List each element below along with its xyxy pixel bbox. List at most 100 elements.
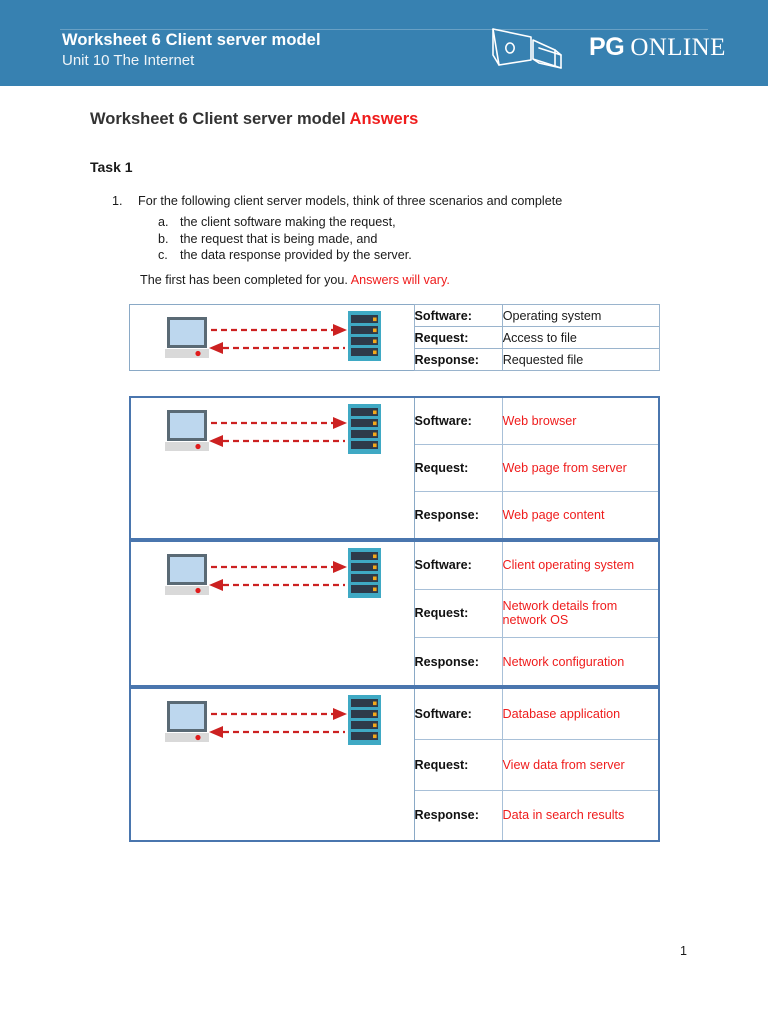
- page-number: 1: [680, 944, 688, 958]
- arrow-left-response: [209, 435, 346, 447]
- label-software: Software:: [413, 304, 503, 327]
- client-monitor-icon: [165, 701, 210, 742]
- list-item: b. the request that is being made, and: [158, 231, 672, 248]
- label-request: Request:: [413, 326, 503, 349]
- label-response: Response:: [413, 491, 503, 540]
- label-response: Response:: [413, 637, 503, 687]
- arrow-right-request: [210, 324, 347, 336]
- value-response[interactable]: Network configuration: [501, 637, 660, 687]
- server-rack-icon: [348, 404, 382, 454]
- client-server-diagram: [131, 398, 414, 538]
- logo-online-text: ONLINE: [630, 33, 726, 61]
- answers-will-vary-note: Answers will vary.: [350, 273, 450, 287]
- answer-scenario-table-2: Software: Client operating system Reques…: [129, 540, 660, 687]
- header-worksheet-title: Worksheet 6 Client server model: [62, 31, 321, 49]
- table-row: Software: Web browser: [130, 396, 660, 539]
- value-request[interactable]: View data from server: [501, 738, 660, 791]
- logo-wordmark: PG ONLINE: [589, 33, 726, 62]
- client-server-diagram-svg: [164, 311, 381, 361]
- question-list: 1. For the following client server model…: [112, 193, 672, 264]
- client-server-diagram-svg: [165, 695, 382, 745]
- arrow-left-response: [209, 726, 346, 738]
- list-item-marker: c.: [158, 248, 168, 262]
- header-divider-rule: [60, 29, 708, 30]
- table-row: Request: Access to file: [130, 326, 661, 349]
- label-response: Response:: [413, 789, 503, 842]
- first-completed-note-text: The first has been completed for you.: [140, 273, 348, 287]
- table-row: Request: View data from server: [130, 738, 660, 791]
- list-item: 1. For the following client server model…: [112, 193, 672, 210]
- value-software[interactable]: Client operating system: [501, 540, 660, 590]
- example-scenario-table: Software: Operating system Request: Acce…: [129, 304, 661, 371]
- value-response[interactable]: Web page content: [501, 491, 660, 540]
- value-request[interactable]: Web page from server: [501, 443, 660, 493]
- arrow-left-response: [208, 342, 345, 354]
- table-row: Request: Web page from server: [130, 443, 660, 493]
- task-heading: Task 1: [90, 159, 133, 175]
- arrow-right-request: [211, 708, 348, 720]
- label-response: Response:: [413, 348, 503, 371]
- client-server-diagram-svg: [165, 548, 382, 598]
- header-title-block: Worksheet 6 Client server model Unit 10 …: [62, 30, 321, 71]
- label-request: Request:: [413, 738, 503, 791]
- client-monitor-icon: [164, 317, 209, 358]
- header-unit-subtitle: Unit 10 The Internet: [62, 52, 195, 69]
- client-server-diagram-cell: [129, 304, 415, 371]
- label-request: Request:: [413, 443, 503, 493]
- list-item-text: the request that is being made, and: [180, 231, 378, 246]
- label-software: Software:: [413, 396, 503, 445]
- arrow-left-response: [209, 579, 346, 591]
- page-title-answers-badge: Answers: [349, 110, 419, 128]
- answer-scenario-table-3: Software: Database application Request: …: [129, 687, 660, 842]
- table-row: Response: Requested file: [130, 348, 661, 371]
- logo-pg-text: PG: [589, 32, 625, 61]
- server-rack-icon: [348, 695, 382, 745]
- label-software: Software:: [413, 540, 503, 590]
- client-monitor-icon: [165, 554, 210, 595]
- value-response: Requested file: [501, 348, 661, 371]
- table-row: Request: Network details from network OS: [130, 588, 660, 639]
- list-item-marker: 1.: [112, 194, 123, 208]
- value-response[interactable]: Data in search results: [501, 789, 660, 842]
- list-item-text: the client software making the request,: [180, 215, 396, 229]
- table-row: Response: Web page content: [130, 491, 660, 540]
- server-rack-icon: [347, 311, 381, 361]
- client-server-diagram-cell: [130, 688, 415, 841]
- answer-scenario-table-1: Software: Web browser Request: Web page …: [129, 396, 660, 540]
- question-sub-list: a. the client software making the reques…: [158, 214, 672, 264]
- label-software: Software:: [413, 687, 503, 740]
- arrow-right-request: [211, 561, 348, 573]
- value-request: Access to file: [501, 326, 661, 349]
- value-request[interactable]: Network details from network OS: [501, 588, 660, 639]
- client-server-diagram-cell: [130, 541, 415, 686]
- pg-online-logo: PG ONLINE: [487, 24, 726, 70]
- page-header: Worksheet 6 Client server model Unit 10 …: [0, 0, 768, 86]
- table-row: Software: Operating system: [129, 304, 661, 371]
- table-row: Software: Client operating system: [130, 540, 660, 686]
- page-title-main: Worksheet 6 Client server model: [90, 110, 346, 128]
- table-row: Software: Database application: [130, 687, 660, 841]
- list-item-marker: a.: [158, 215, 169, 229]
- arrow-right-request: [211, 417, 348, 429]
- list-item-text: For the following client server models, …: [138, 194, 563, 208]
- laptop-logo-icon: [492, 28, 562, 69]
- page-title: Worksheet 6 Client server model Answers: [90, 110, 418, 129]
- client-server-diagram: [130, 305, 414, 370]
- value-software[interactable]: Database application: [501, 687, 660, 740]
- client-server-diagram-svg: [165, 404, 382, 454]
- client-server-diagram: [131, 542, 414, 685]
- value-software[interactable]: Web browser: [501, 396, 660, 445]
- first-completed-note: The first has been completed for you. An…: [140, 273, 450, 287]
- client-server-diagram: [131, 689, 414, 840]
- server-rack-icon: [348, 548, 382, 598]
- client-server-diagram-cell: [130, 397, 415, 539]
- client-monitor-icon: [165, 410, 210, 451]
- list-item-text: the data response provided by the server…: [180, 248, 412, 262]
- list-item: c. the data response provided by the ser…: [158, 247, 672, 264]
- table-row: Response: Data in search results: [130, 789, 660, 842]
- label-request: Request:: [413, 588, 503, 639]
- list-item-marker: b.: [158, 231, 169, 246]
- table-row: Response: Network configuration: [130, 637, 660, 687]
- value-software: Operating system: [501, 304, 661, 327]
